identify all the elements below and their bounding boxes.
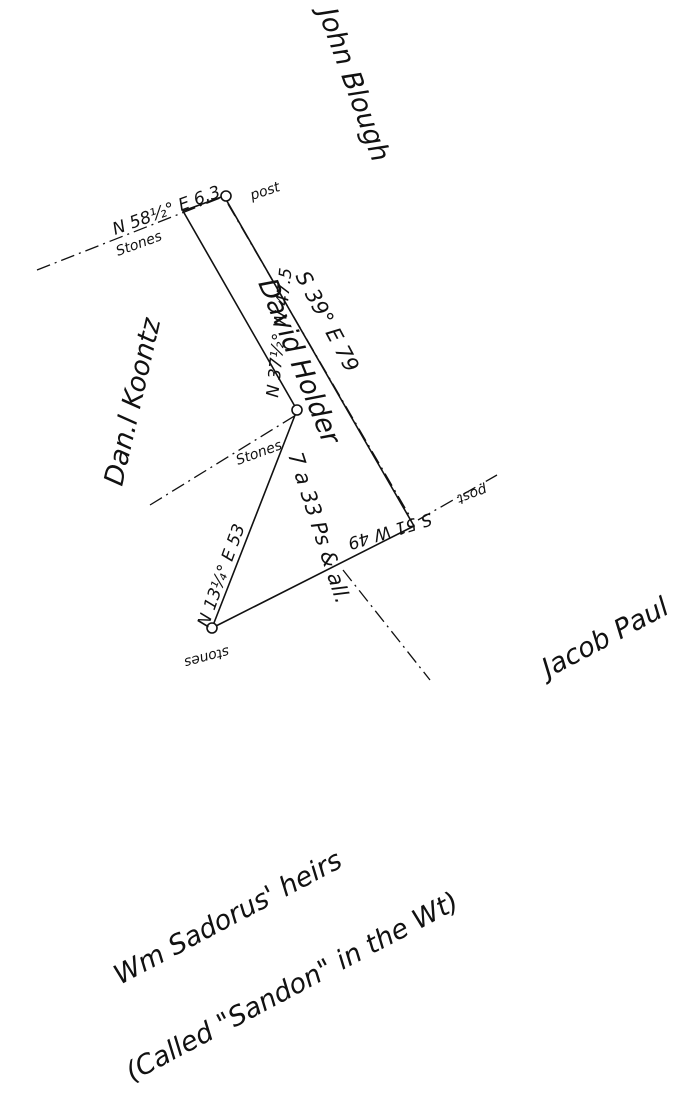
owner-south-line2: (Called "Sandon" in the Wt)	[121, 886, 464, 1088]
course-line-east-side	[223, 195, 415, 527]
corner-marker-south	[206, 622, 218, 634]
corner-label-post-east: post	[455, 481, 490, 507]
middle-boundary-line	[149, 414, 297, 506]
owner-east-label: Jacob Paul	[532, 591, 674, 686]
course-call-1: N 58½° E 6.3	[110, 182, 223, 240]
course-call-3: S 51 W 49	[345, 508, 434, 553]
course-line-south-west	[211, 525, 415, 629]
course-line-north-east	[211, 409, 298, 629]
tract-acreage-label: 7 a 33 Ps & all.	[283, 449, 355, 606]
corner-marker-middle	[291, 404, 303, 416]
owner-west-label: Dan.l Koontz	[99, 314, 168, 488]
west-boundary-line	[36, 197, 221, 271]
corner-label-post-north: post	[247, 179, 282, 204]
course-line-south-east	[182, 195, 225, 212]
corner-marker-north	[220, 190, 232, 202]
corner-label-stones-south: stones	[182, 643, 231, 670]
course-line-north-west	[182, 210, 298, 411]
south-east-boundary-line	[342, 569, 431, 681]
owner-north-label: John Blough	[310, 0, 396, 166]
east-boundary-line	[417, 474, 498, 521]
